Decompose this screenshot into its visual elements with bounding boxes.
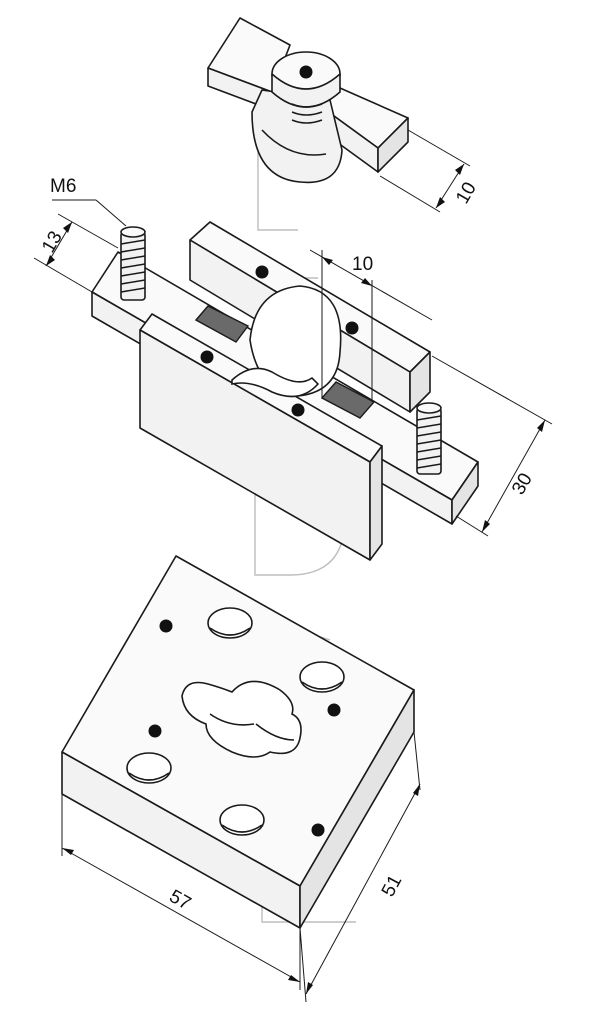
callout-m6: M6 xyxy=(50,176,127,227)
base-center-cutout xyxy=(181,680,302,758)
base-block xyxy=(61,555,415,929)
clamp-pad-right xyxy=(320,381,376,419)
dimension-jaw-width: 10 xyxy=(309,249,433,402)
base-hole-1 xyxy=(207,607,253,639)
dimension-label-57: 57 xyxy=(166,886,195,915)
base-hole-4 xyxy=(219,804,265,836)
callout-label-m6: M6 xyxy=(50,176,76,197)
clamp-pad-left xyxy=(194,305,250,343)
dimension-label-10-jaw: 10 xyxy=(352,254,373,275)
dimension-label-51: 51 xyxy=(378,872,406,901)
clamp-block xyxy=(91,221,479,561)
wing-nut xyxy=(207,17,409,184)
dimension-label-13: 13 xyxy=(38,228,67,257)
base-hole-3 xyxy=(126,752,172,784)
dimension-label-30: 30 xyxy=(508,470,537,499)
dimension-label-10-top: 10 xyxy=(452,179,481,208)
base-hole-2 xyxy=(299,661,345,693)
